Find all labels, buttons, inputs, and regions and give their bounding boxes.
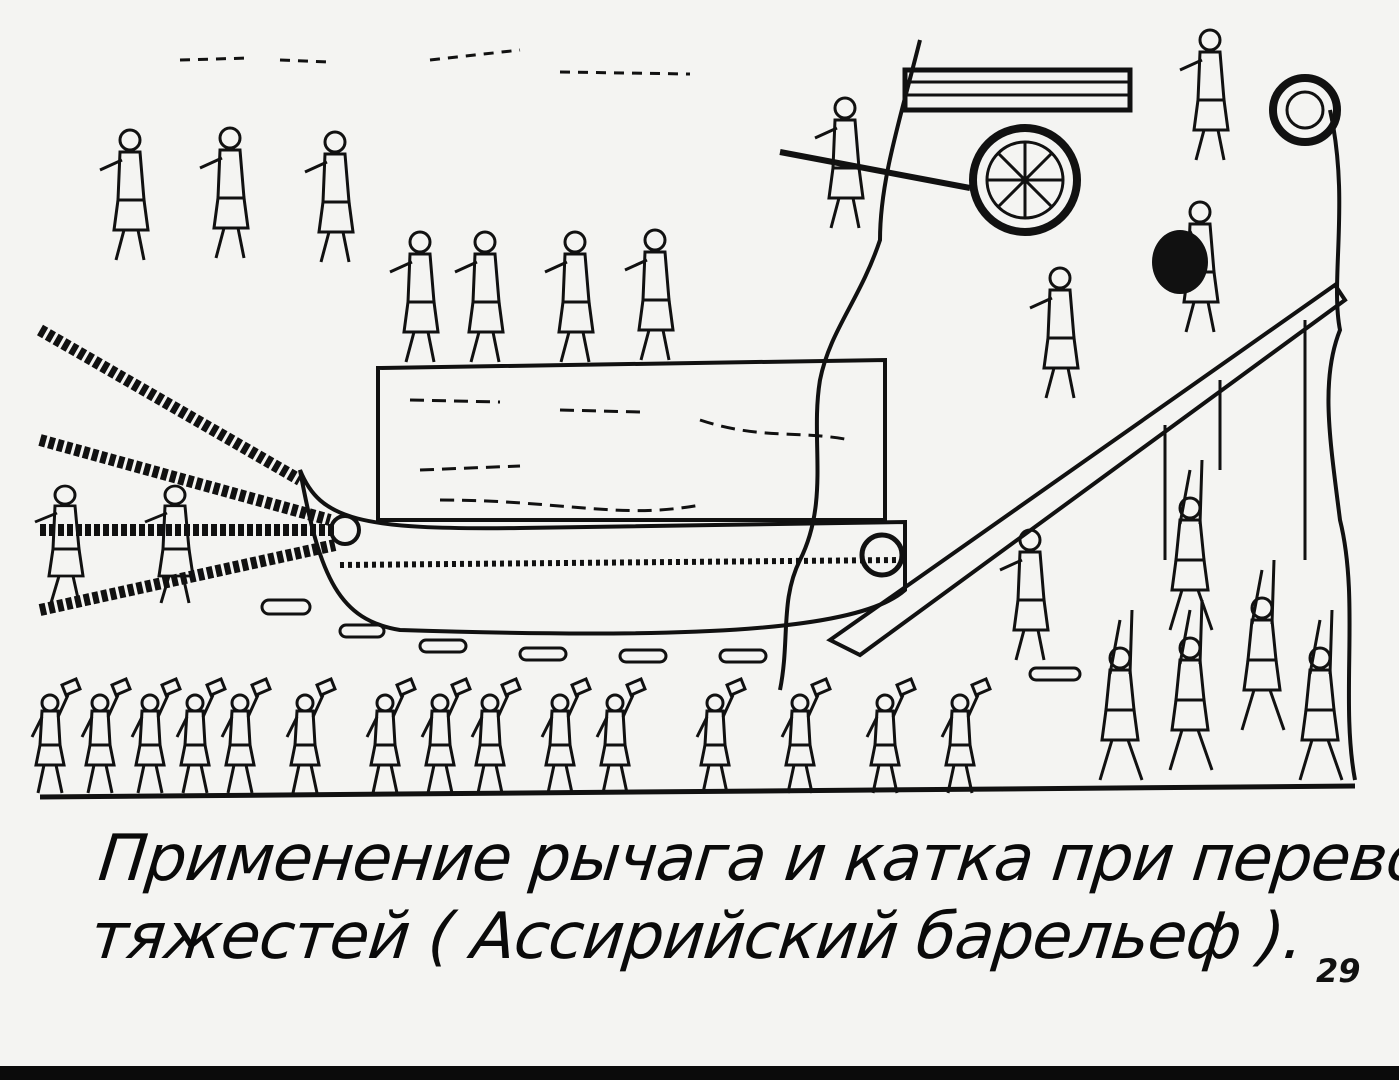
carriers-row bbox=[30, 677, 992, 795]
bottom-frame-edge bbox=[0, 1066, 1399, 1080]
caption-line-2: тяжестей ( Ассирийский барельеф ). bbox=[87, 900, 1307, 974]
page-number: 29 bbox=[1316, 952, 1361, 990]
ropes bbox=[37, 324, 337, 616]
rollers bbox=[260, 598, 1082, 682]
cart bbox=[779, 67, 1341, 236]
caption-line-1: Применение рычага и катка при перевозке bbox=[95, 822, 1399, 896]
slide-caption: Применение рычага и катка при перевозке … bbox=[87, 820, 1399, 976]
